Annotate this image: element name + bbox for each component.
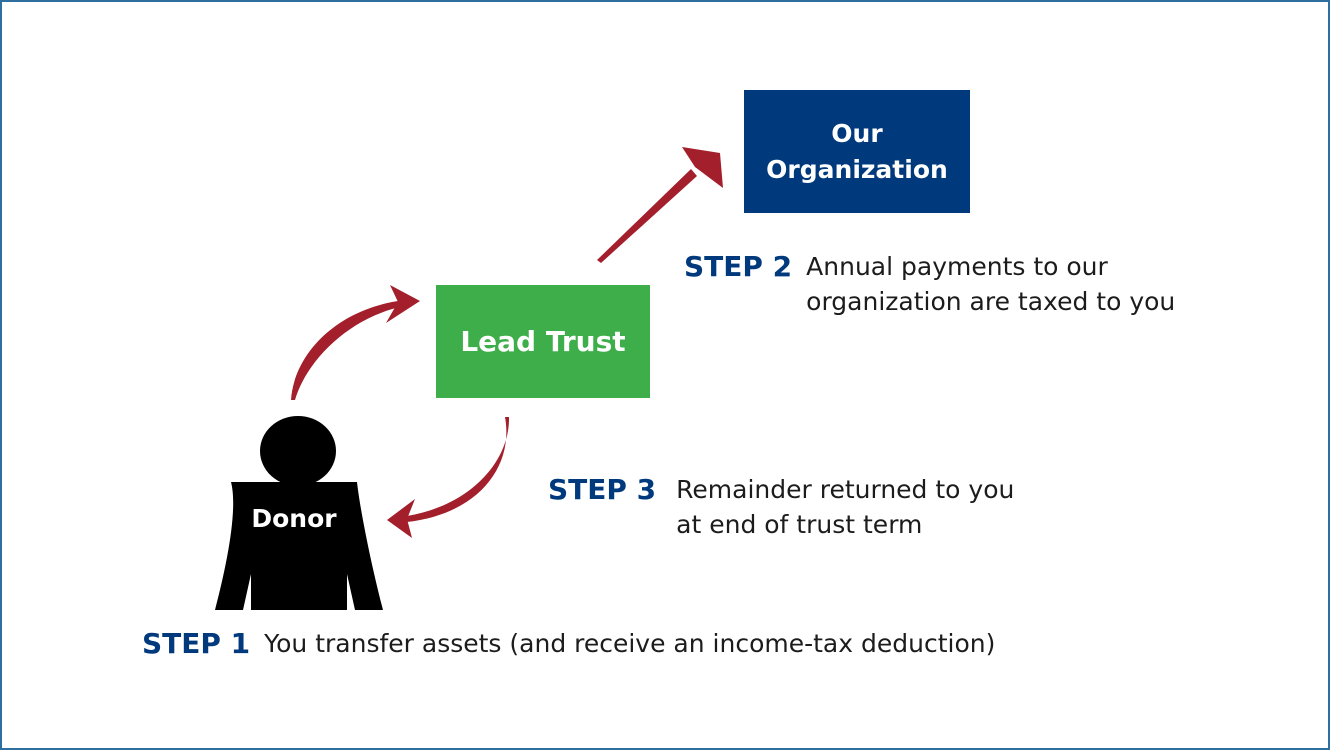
step-3-text-line2: at end of trust term: [676, 510, 923, 539]
organization-label-line2: Organization: [766, 154, 948, 184]
arrow-donor-to-trust: [291, 285, 420, 400]
donor-label: Donor: [251, 504, 337, 533]
arrow-trust-to-donor: [387, 417, 510, 538]
lead-trust-box: Lead Trust: [436, 285, 650, 398]
step-3-text: Remainder returned to you at end of trus…: [676, 472, 1014, 542]
step-2-text-line2: organization are taxed to you: [806, 287, 1176, 316]
step-2-label: STEP 2: [684, 250, 793, 283]
step-3: STEP 3 Remainder returned to you at end …: [548, 472, 1014, 542]
organization-box: Our Organization: [744, 90, 970, 213]
step-1-text: You transfer assets (and receive an inco…: [264, 629, 996, 658]
step-3-text-line1: Remainder returned to you: [676, 475, 1015, 504]
step-3-label: STEP 3: [548, 473, 657, 506]
step-2-text-line1: Annual payments to our: [806, 252, 1108, 281]
arrow-trust-to-organization: [597, 147, 723, 263]
lead-trust-label: Lead Trust: [460, 325, 626, 358]
step-2-text: Annual payments to our organization are …: [806, 249, 1175, 319]
step-2: STEP 2 Annual payments to our organizati…: [684, 249, 1175, 319]
donor-person-icon: [215, 416, 383, 610]
step-1-label: STEP 1: [142, 627, 251, 660]
organization-label-line1: Our: [831, 118, 883, 148]
step-1: STEP 1 You transfer assets (and receive …: [142, 626, 995, 661]
